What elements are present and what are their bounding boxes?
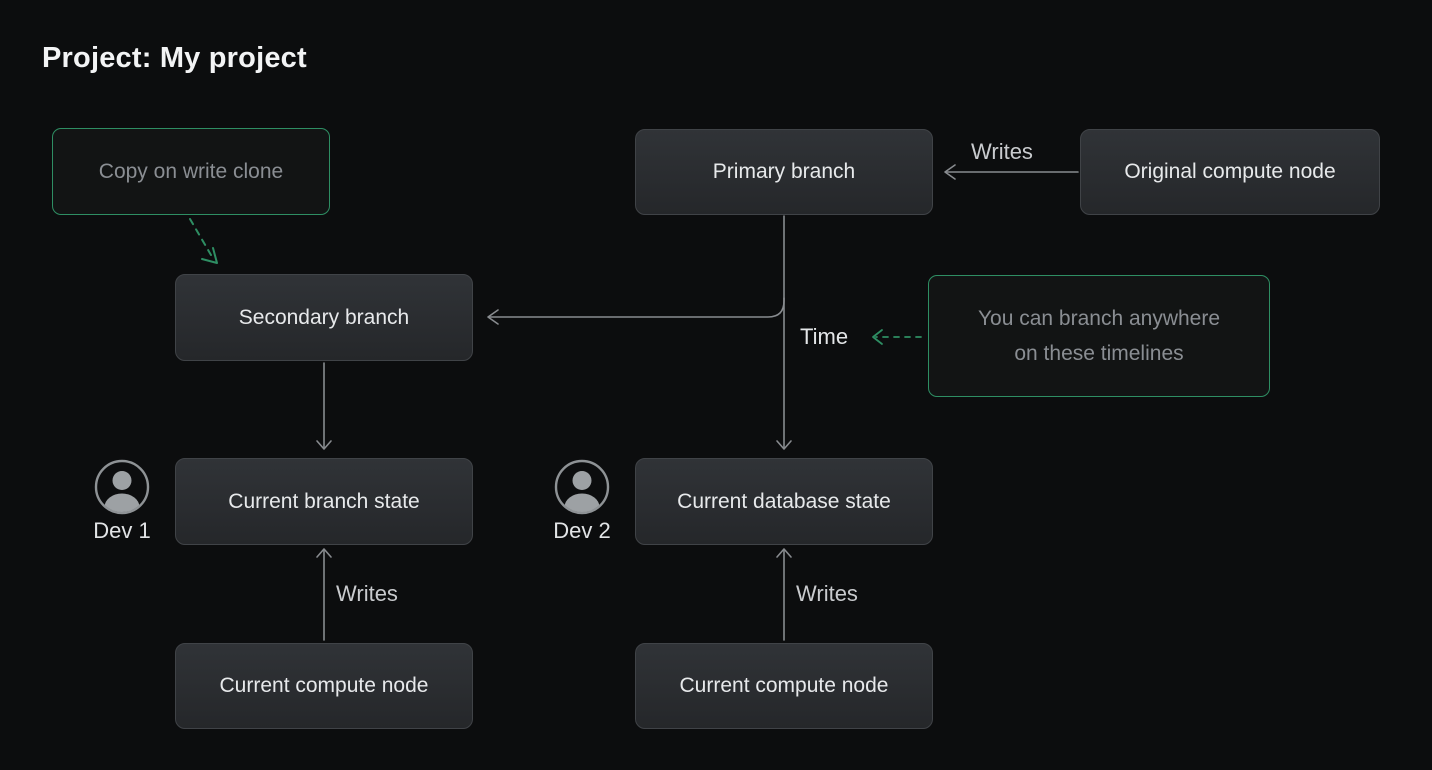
arrow-primary-to-database-state bbox=[776, 215, 792, 450]
node-current-database-state: Current database state bbox=[635, 458, 933, 545]
time-label: Time bbox=[800, 324, 849, 349]
node-label: Current compute node bbox=[219, 674, 429, 697]
node-label: Current compute node bbox=[679, 674, 889, 697]
user-icon bbox=[94, 459, 150, 515]
note-branch-anywhere: You can branch anywhere on these timelin… bbox=[928, 275, 1270, 397]
node-label: Copy on write clone bbox=[98, 159, 284, 183]
dev2-avatar-group: Dev 2 bbox=[552, 459, 612, 544]
node-label: Primary branch bbox=[712, 160, 856, 183]
page-title: Project: My project bbox=[42, 42, 307, 74]
note-text: You can branch anywhere on these timelin… bbox=[977, 307, 1221, 365]
writes-label-bottom-left: Writes bbox=[336, 581, 398, 606]
node-label: Secondary branch bbox=[238, 305, 410, 329]
arrow-cow-clone-to-secondary bbox=[189, 218, 218, 264]
node-current-compute-node-right: Current compute node bbox=[635, 643, 933, 729]
arrow-secondary-to-branch-state bbox=[316, 362, 332, 450]
arrow-compute-right-writes bbox=[776, 548, 792, 641]
writes-label-top: Writes bbox=[971, 139, 1033, 164]
user-icon bbox=[554, 459, 610, 515]
arrow-original-to-primary bbox=[944, 164, 1079, 180]
node-label: Current branch state bbox=[228, 489, 420, 513]
dev1-avatar-group: Dev 1 bbox=[92, 459, 152, 544]
dev1-label: Dev 1 bbox=[93, 518, 151, 543]
arrow-timeline-to-secondary-branch bbox=[487, 297, 785, 325]
node-current-branch-state: Current branch state bbox=[175, 458, 473, 545]
node-label: Original compute node bbox=[1124, 160, 1336, 183]
writes-label-bottom-right: Writes bbox=[796, 581, 858, 606]
arrow-compute-left-writes bbox=[316, 548, 332, 641]
node-secondary-branch: Secondary branch bbox=[175, 274, 473, 361]
node-original-compute-node: Original compute node bbox=[1080, 129, 1380, 215]
node-label: Current database state bbox=[677, 489, 891, 513]
node-primary-branch: Primary branch bbox=[635, 129, 933, 215]
dev2-label: Dev 2 bbox=[553, 518, 611, 543]
arrow-note-to-time bbox=[872, 329, 922, 345]
node-copy-on-write-clone: Copy on write clone bbox=[52, 128, 330, 215]
node-current-compute-node-left: Current compute node bbox=[175, 643, 473, 729]
